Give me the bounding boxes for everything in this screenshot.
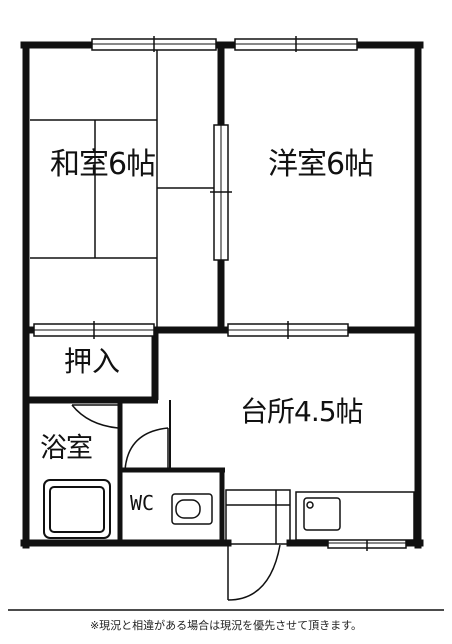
entrance: [225, 489, 291, 545]
room-label-youshitsu: 洋室6帖: [268, 147, 374, 182]
room-label-oshiire: 押入: [64, 345, 121, 378]
bathtub: [43, 479, 111, 539]
swing-doors: [71, 404, 281, 601]
room-label-washitsu: 和室6帖: [50, 147, 156, 182]
room-label-wc: WC: [130, 491, 155, 515]
tatami-lines: [30, 48, 218, 327]
sliding-doors: [33, 124, 349, 339]
toilet: [171, 493, 213, 525]
room-label-yokushitsu: 浴室: [40, 433, 93, 464]
windows: [91, 36, 407, 551]
footnote: ※現況と相違がある場合は現況を優先させて頂きます。: [89, 619, 363, 632]
kitchen-counter: [295, 491, 415, 541]
room-label-daidokoro: 台所4.5帖: [240, 395, 364, 428]
